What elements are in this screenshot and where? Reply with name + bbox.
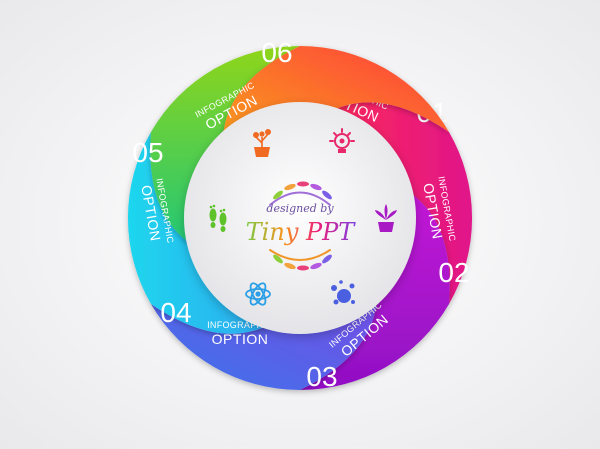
segment-04: [127, 132, 283, 334]
potted-succulent-icon: [375, 204, 397, 232]
logo-brand: Tiny PPT: [246, 218, 357, 246]
lightbulb-icon: [329, 128, 355, 153]
segment-shape: [127, 132, 283, 334]
segment-number: 04: [160, 297, 191, 328]
segment-caption-line2: OPTION: [212, 331, 269, 347]
segment-number: 02: [438, 257, 469, 288]
logo-tagline: designed by: [266, 202, 334, 215]
segment-number: 06: [261, 37, 292, 68]
segment-03: [151, 282, 378, 390]
segment-01: [317, 102, 473, 304]
footprints-icon: [209, 204, 227, 232]
segment-shape: [151, 282, 378, 390]
segment-caption-line1: INFOGRAPHIC: [207, 320, 273, 330]
segment-number: 05: [132, 137, 163, 168]
segment-shape: [317, 102, 473, 304]
segment-number: 03: [306, 361, 337, 392]
center-logo: designed by Tiny PPT: [246, 181, 357, 271]
center-circle: [184, 102, 416, 334]
atom-icon: [245, 282, 271, 306]
segment-06: [222, 45, 449, 154]
bubbles-icon: [331, 280, 355, 305]
flower-pot-icon: [253, 129, 271, 157]
segment-shape: [222, 45, 449, 154]
laurel-wreath-icon: [269, 181, 332, 271]
